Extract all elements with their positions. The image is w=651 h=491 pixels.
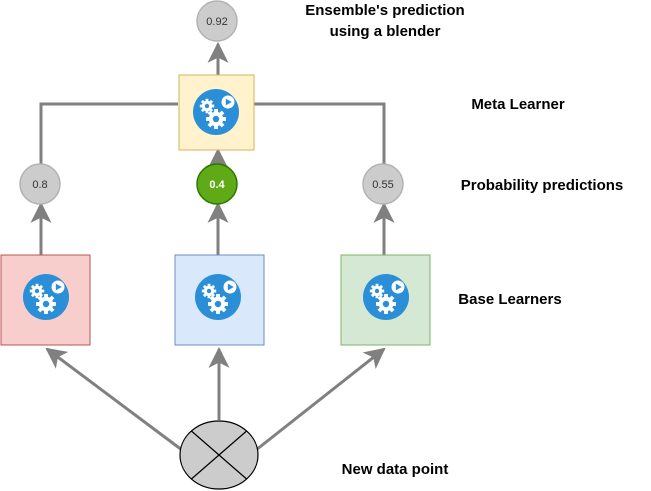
probability-predictions-label: Probability predictions [461,177,624,194]
final-prediction-node: 0.92 [196,0,238,42]
left-prediction-node: 0.8 [19,163,61,205]
edge-left-prediction-to-meta [39,102,178,164]
middle-prediction-node: 0.4 [196,163,238,205]
ensemble-prediction-label-line1: Ensemble's prediction [305,2,464,19]
left-prediction-value: 0.8 [32,179,47,191]
gears-play-icon [193,89,239,135]
meta-learner-label: Meta Learner [471,96,565,113]
edge-input-to-left-learner [45,347,183,452]
right-prediction-node: 0.55 [362,163,404,205]
edges [30,41,395,452]
base-learners-label: Base Learners [458,291,561,308]
meta-learner-box [178,74,255,151]
gears-play-icon [195,274,241,320]
base-learner-right-box [340,254,431,346]
edge-input-to-right-learner [255,347,386,452]
final-prediction-value: 0.92 [206,16,227,28]
ensemble-prediction-label-line2: using a blender [330,23,441,40]
new-data-point-label: New data point [342,461,449,478]
base-learner-left-box [0,254,91,346]
middle-prediction-value: 0.4 [209,179,225,191]
gears-play-icon [23,274,69,320]
base-learner-middle-box [174,254,265,346]
edge-right-prediction-to-meta [254,102,386,164]
gears-play-icon [363,274,409,320]
circle-x-icon [179,420,259,490]
right-prediction-value: 0.55 [372,179,393,191]
